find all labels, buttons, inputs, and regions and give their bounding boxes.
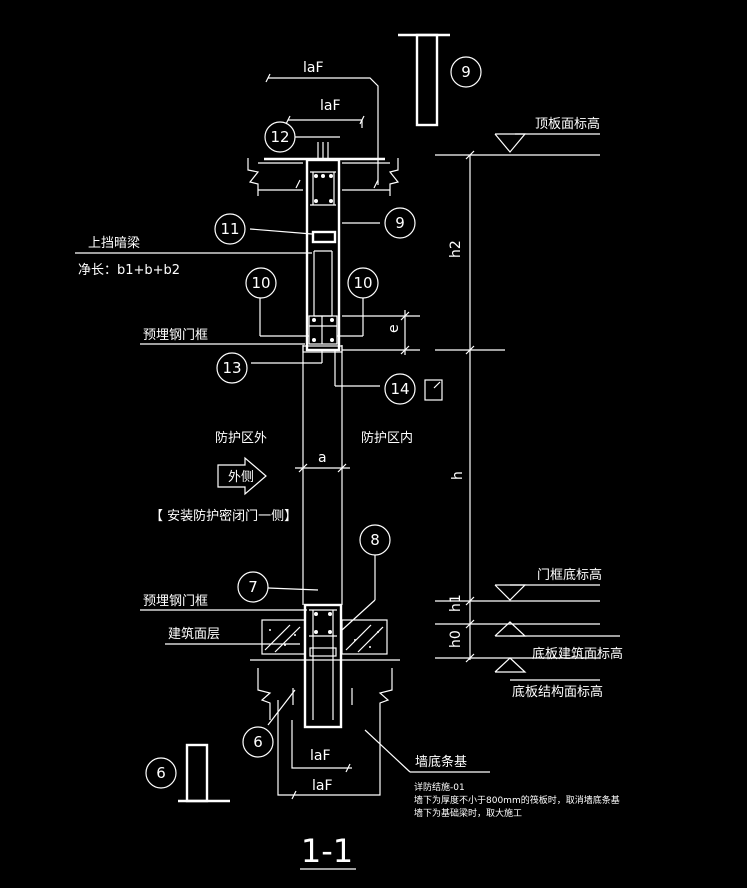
install-side-label: 【 安装防护密闭门一侧】 bbox=[150, 508, 297, 524]
svg-text:8: 8 bbox=[370, 531, 380, 549]
callout-8: 8 bbox=[359, 524, 391, 556]
svg-text:13: 13 bbox=[222, 359, 241, 377]
e-label: e bbox=[386, 324, 402, 333]
laf-label-2: laF bbox=[320, 98, 341, 114]
h-label: h bbox=[450, 471, 466, 480]
h0-label: h0 bbox=[448, 630, 464, 648]
inside-zone-label: 防护区内 bbox=[361, 430, 413, 446]
a-label: a bbox=[318, 450, 327, 466]
h2-label: h2 bbox=[448, 240, 464, 258]
svg-text:10: 10 bbox=[251, 274, 270, 292]
svg-text:9: 9 bbox=[461, 63, 471, 81]
door-icon bbox=[424, 379, 443, 401]
note-line-3: 墙下为基础梁时，取大施工 bbox=[414, 807, 522, 819]
wall-strip-footing-label: 墙底条基 bbox=[415, 754, 467, 770]
top-slab-elev-label: 顶板面标高 bbox=[535, 116, 600, 132]
wall-body bbox=[302, 345, 343, 605]
finish-layer-label: 建筑面层 bbox=[168, 626, 220, 642]
callout-10-right: 10 bbox=[347, 267, 379, 299]
section-title: 1-1 bbox=[300, 832, 356, 870]
outer-side-label: 外侧 bbox=[228, 470, 254, 485]
svg-text:11: 11 bbox=[220, 220, 239, 238]
laf-dimension-bottom: laF laF bbox=[277, 700, 381, 800]
svg-text:14: 14 bbox=[390, 380, 409, 398]
h1-label: h1 bbox=[448, 594, 464, 612]
callout-14: 14 bbox=[384, 373, 416, 405]
laf-dimension-top: laF laF bbox=[265, 60, 379, 189]
callout-10-left: 10 bbox=[245, 267, 277, 299]
elevation-axis: h2 h h1 h0 bbox=[435, 133, 620, 681]
callout-11: 11 bbox=[214, 213, 246, 245]
callout-9: 9 bbox=[384, 207, 416, 239]
upper-beam-label: 上挡暗梁 bbox=[88, 236, 140, 251]
net-length-label: 净长：b1+b+b2 bbox=[78, 263, 180, 278]
callout-6-right: 6 bbox=[242, 726, 274, 758]
svg-text:9: 9 bbox=[395, 214, 405, 232]
upper-beam bbox=[302, 142, 343, 353]
note-line-1: 详防结施-01 bbox=[414, 781, 465, 793]
embedded-frame-top-label: 预埋钢门框 bbox=[143, 328, 208, 343]
note-line-2: 墙下为厚度不小于800mm的筏板时，取消墙底条基 bbox=[414, 794, 620, 806]
bottom-frame bbox=[250, 603, 400, 729]
callout-13: 13 bbox=[216, 352, 248, 384]
laf-label-1: laF bbox=[303, 60, 324, 76]
embedded-frame-bottom-label: 预埋钢门框 bbox=[143, 594, 208, 609]
leader-lines bbox=[75, 136, 490, 773]
callout-7: 7 bbox=[237, 571, 269, 603]
wall-section-symbol-9 bbox=[398, 33, 450, 127]
wall-section-symbol-6 bbox=[178, 743, 230, 803]
frame-bottom-elev-label: 门框底标高 bbox=[537, 567, 602, 583]
callout-9-top: 9 bbox=[450, 56, 482, 88]
floor-finish-hatch bbox=[264, 624, 384, 653]
svg-text:7: 7 bbox=[248, 578, 258, 596]
svg-text:6: 6 bbox=[253, 733, 263, 751]
svg-text:6: 6 bbox=[156, 764, 166, 782]
callout-6-left: 6 bbox=[145, 757, 177, 789]
floor-struct-elev-label: 底板结构面标高 bbox=[512, 684, 603, 700]
laf-label-4: laF bbox=[312, 778, 333, 794]
svg-text:10: 10 bbox=[353, 274, 372, 292]
callout-12: 12 bbox=[264, 121, 296, 153]
a-dimension: a bbox=[295, 450, 350, 473]
section-title-text: 1-1 bbox=[301, 832, 353, 870]
laf-label-3: laF bbox=[310, 748, 331, 764]
outer-side-arrow: 外侧 bbox=[217, 456, 267, 496]
floor-finish-elev-label: 底板建筑面标高 bbox=[532, 646, 623, 662]
outside-zone-label: 防护区外 bbox=[215, 430, 267, 446]
svg-text:12: 12 bbox=[270, 128, 289, 146]
e-dimension: e bbox=[342, 310, 420, 355]
